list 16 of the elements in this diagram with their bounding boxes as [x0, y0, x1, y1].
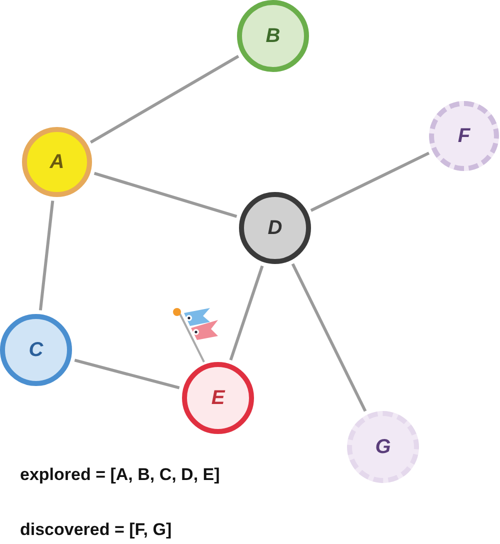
edge-line	[291, 263, 367, 412]
node-label: B	[266, 24, 280, 48]
node-label: G	[375, 436, 391, 458]
node-label: E	[211, 386, 225, 410]
edge-line	[74, 358, 180, 390]
edge-line	[310, 152, 430, 212]
node-label: A	[50, 150, 64, 174]
edge-line	[90, 54, 240, 144]
edge-line	[94, 172, 238, 218]
node-label: F	[458, 124, 470, 148]
edge-line	[38, 200, 54, 310]
edge-line	[229, 265, 264, 361]
note-text: explored = [A, B, C, D, E]	[20, 465, 220, 485]
node-label: D	[268, 216, 282, 240]
note-text: discovered = [F, G]	[20, 520, 172, 540]
node-label: C	[28, 338, 44, 362]
